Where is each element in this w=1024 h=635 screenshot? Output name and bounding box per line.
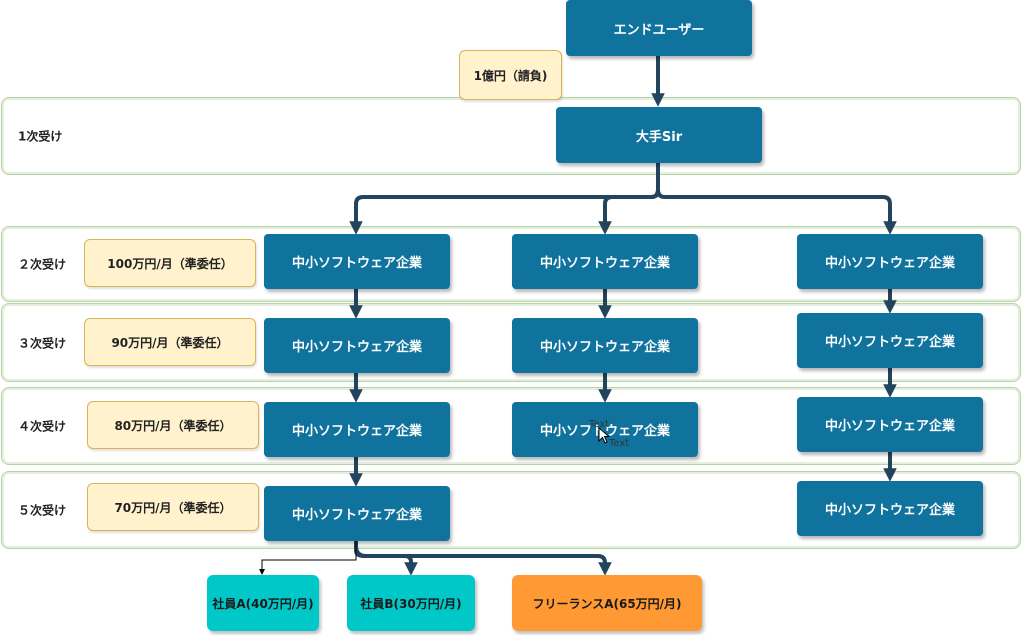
tier-5-rate-note: 70万円/月（準委任） [87,483,259,531]
tier-3-rate-note: 90万円/月（準委任） [84,318,256,366]
contract-amount-note: 1億円（請負) [459,50,562,100]
sme-node-col1-tier5[interactable]: 中小ソフトウェア企業 [264,486,450,541]
sme-node-col3-tier5[interactable]: 中小ソフトウェア企業 [797,481,983,536]
freelancer-a-node[interactable]: フリーランスA(65万円/月) [512,575,702,631]
sme-node-col3-tier3[interactable]: 中小ソフトウェア企業 [797,313,983,368]
sme-node-col1-tier2[interactable]: 中小ソフトウェア企業 [264,234,450,289]
sme-node-col2-tier4[interactable]: 中小ソフトウェア企業 [512,402,698,457]
tier-3-label: ３次受け [18,336,67,350]
sme-node-col2-tier3[interactable]: 中小ソフトウェア企業 [512,318,698,373]
prime-contractor-node[interactable]: 大手Sir [556,107,762,163]
tier-1-band: 1次受け [1,97,1021,175]
tier-2-rate-note: 100万円/月（準委任） [84,239,256,287]
tier-4-rate-note: 80万円/月（準委任） [87,401,259,449]
sme-node-col3-tier2[interactable]: 中小ソフトウェア企業 [797,234,983,289]
overlay-text-2: Text [609,438,630,449]
sme-node-col1-tier4[interactable]: 中小ソフトウェア企業 [264,402,450,457]
tier-1-label: 1次受け [18,129,63,144]
tier-5-label: ５次受け [18,503,67,518]
employee-a-node[interactable]: 社員A(40万円/月) [207,575,319,631]
sme-node-col3-tier4[interactable]: 中小ソフトウェア企業 [797,397,983,452]
edge-prime-to-col3 [656,188,897,235]
edge-t5-to-freelancer [354,544,612,576]
overlay-text-1: Text [589,419,610,430]
employee-b-node[interactable]: 社員B(30万円/月) [347,575,475,631]
tier-4-label: ４次受け [18,419,67,434]
edge-t5-to-employee-a [259,541,357,575]
edge-prime-to-col2 [598,188,660,235]
tier-2-label: ２次受け [18,257,67,272]
move-cursor-icon [598,427,611,444]
sme-node-col1-tier3[interactable]: 中小ソフトウェア企業 [264,318,450,373]
end-user-node[interactable]: エンドユーザー [566,0,752,56]
sme-node-col2-tier2[interactable]: 中小ソフトウェア企業 [512,234,698,289]
